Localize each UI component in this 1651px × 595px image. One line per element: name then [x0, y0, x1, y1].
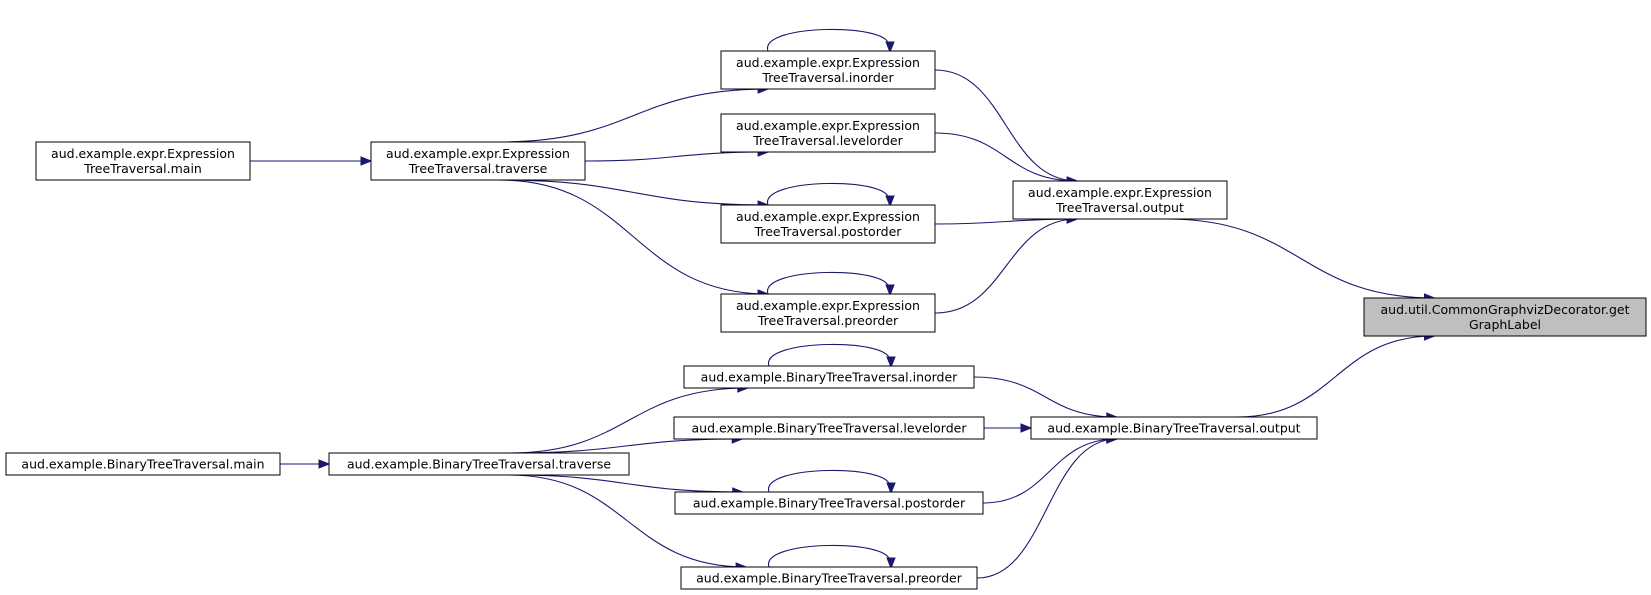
node-label-line: TreeTraversal.output: [1055, 200, 1184, 215]
node-label-line: TreeTraversal.levelorder: [752, 133, 903, 148]
edge-expr-preorder-to-expr-output: [934, 218, 1078, 314]
edge-bt-traverse-to-bt-postorder: [508, 474, 743, 493]
edge-expr-postorder-to-expr-postorder-arrowhead: [885, 195, 895, 208]
edge-bt-traverse-to-bt-levelorder: [508, 438, 743, 454]
node-expr-output[interactable]: aud.example.expr.ExpressionTreeTraversal…: [1012, 180, 1228, 220]
edge-bt-preorder-to-bt-preorder-arrowhead: [886, 557, 896, 570]
node-box: [683, 365, 975, 389]
edge-expr-main-to-expr-traverse-arrowhead: [360, 156, 373, 166]
node-box: [5, 452, 281, 476]
node-label-line: GraphLabel: [1469, 317, 1541, 332]
node-label-line: aud.example.BinaryTreeTraversal.output: [1047, 421, 1300, 436]
node-box: [674, 491, 984, 515]
node-bt-inorder[interactable]: aud.example.BinaryTreeTraversal.inorder: [683, 365, 975, 389]
node-label-line: aud.example.BinaryTreeTraversal.inorder: [701, 370, 959, 385]
edge-bt-preorder-to-bt-preorder: [768, 544, 890, 568]
node-label-line: aud.example.BinaryTreeTraversal.preorder: [696, 571, 963, 586]
edge-expr-traverse-to-expr-levelorder: [584, 151, 769, 162]
edge-bt-inorder-to-bt-inorder: [768, 343, 890, 367]
node-bt-preorder[interactable]: aud.example.BinaryTreeTraversal.preorder: [680, 566, 978, 590]
node-expr-inorder[interactable]: aud.example.expr.ExpressionTreeTraversal…: [720, 50, 936, 90]
node-expr-traverse[interactable]: aud.example.expr.ExpressionTreeTraversal…: [370, 141, 586, 181]
node-box: [720, 50, 936, 90]
node-label-line: aud.util.CommonGraphvizDecorator.get: [1381, 302, 1630, 317]
node-expr-preorder[interactable]: aud.example.expr.ExpressionTreeTraversal…: [720, 293, 936, 333]
edge-bt-inorder-to-bt-inorder-arrowhead: [886, 356, 896, 369]
edge-expr-inorder-to-expr-inorder-arrowhead: [885, 41, 895, 54]
edge-expr-inorder-to-expr-inorder: [767, 28, 889, 52]
node-bt-main[interactable]: aud.example.BinaryTreeTraversal.main: [5, 452, 281, 476]
node-bt-output[interactable]: aud.example.BinaryTreeTraversal.output: [1030, 416, 1318, 440]
node-label-line: aud.example.BinaryTreeTraversal.postorde…: [693, 496, 966, 511]
edge-bt-preorder-to-bt-output: [976, 438, 1117, 579]
node-label-line: aud.example.BinaryTreeTraversal.levelord…: [692, 421, 968, 436]
node-box: [1363, 297, 1647, 337]
node-label-line: aud.example.expr.Expression: [736, 298, 920, 313]
node-box: [328, 452, 630, 476]
node-box: [370, 141, 586, 181]
node-label-line: TreeTraversal.inorder: [761, 70, 894, 85]
edge-bt-levelorder-to-bt-output-arrowhead: [1020, 423, 1033, 433]
node-label-line: aud.example.expr.Expression: [736, 118, 920, 133]
edge-expr-traverse-to-expr-inorder: [499, 88, 769, 143]
node-label-line: TreeTraversal.postorder: [754, 224, 903, 239]
node-box: [1030, 416, 1318, 440]
node-label-line: aud.example.BinaryTreeTraversal.main: [21, 457, 264, 472]
edge-bt-traverse-to-bt-preorder: [508, 474, 747, 568]
node-expr-postorder[interactable]: aud.example.expr.ExpressionTreeTraversal…: [720, 204, 936, 244]
edge-expr-preorder-to-expr-preorder: [767, 271, 889, 295]
edge-expr-levelorder-to-expr-output: [934, 132, 1078, 182]
nodes-layer: aud.util.CommonGraphvizDecorator.getGrap…: [5, 50, 1647, 590]
edge-expr-preorder-to-expr-preorder-arrowhead: [885, 284, 895, 297]
node-box: [720, 204, 936, 244]
node-bt-postorder[interactable]: aud.example.BinaryTreeTraversal.postorde…: [674, 491, 984, 515]
node-bt-traverse[interactable]: aud.example.BinaryTreeTraversal.traverse: [328, 452, 630, 476]
node-box: [1012, 180, 1228, 220]
edge-bt-postorder-to-bt-postorder-arrowhead: [886, 482, 896, 495]
node-box: [673, 416, 985, 440]
node-label-line: TreeTraversal.traverse: [408, 161, 548, 176]
node-box: [720, 113, 936, 153]
edge-bt-inorder-to-bt-output: [973, 376, 1117, 418]
node-label-line: aud.example.expr.Expression: [736, 209, 920, 224]
node-label-line: TreeTraversal.main: [83, 161, 202, 176]
edge-bt-postorder-to-bt-postorder: [768, 469, 890, 493]
edge-expr-inorder-to-expr-output: [934, 69, 1078, 182]
edge-bt-main-to-bt-traverse-arrowhead: [318, 459, 331, 469]
edge-expr-traverse-to-expr-preorder: [499, 179, 769, 295]
edge-bt-postorder-to-bt-output: [982, 438, 1117, 504]
edge-expr-output-to-getGraphLabel: [1167, 218, 1435, 299]
node-bt-levelorder[interactable]: aud.example.BinaryTreeTraversal.levelord…: [673, 416, 985, 440]
node-expr-levelorder[interactable]: aud.example.expr.ExpressionTreeTraversal…: [720, 113, 936, 153]
node-box: [720, 293, 936, 333]
node-label-line: aud.example.expr.Expression: [51, 146, 235, 161]
node-label-line: TreeTraversal.preorder: [757, 313, 899, 328]
edge-bt-traverse-to-bt-inorder: [508, 387, 748, 454]
node-label-line: aud.example.expr.Expression: [386, 146, 570, 161]
node-box: [35, 141, 251, 181]
edge-bt-output-to-getGraphLabel: [1236, 335, 1435, 418]
node-label-line: aud.example.BinaryTreeTraversal.traverse: [347, 457, 611, 472]
edge-expr-postorder-to-expr-postorder: [767, 182, 889, 206]
node-label-line: aud.example.expr.Expression: [736, 55, 920, 70]
node-box: [680, 566, 978, 590]
node-label-line: aud.example.expr.Expression: [1028, 185, 1212, 200]
node-expr-main[interactable]: aud.example.expr.ExpressionTreeTraversal…: [35, 141, 251, 181]
edge-expr-postorder-to-expr-output: [934, 218, 1078, 225]
edge-expr-traverse-to-expr-postorder: [499, 179, 769, 206]
node-getGraphLabel[interactable]: aud.util.CommonGraphvizDecorator.getGrap…: [1363, 297, 1647, 337]
